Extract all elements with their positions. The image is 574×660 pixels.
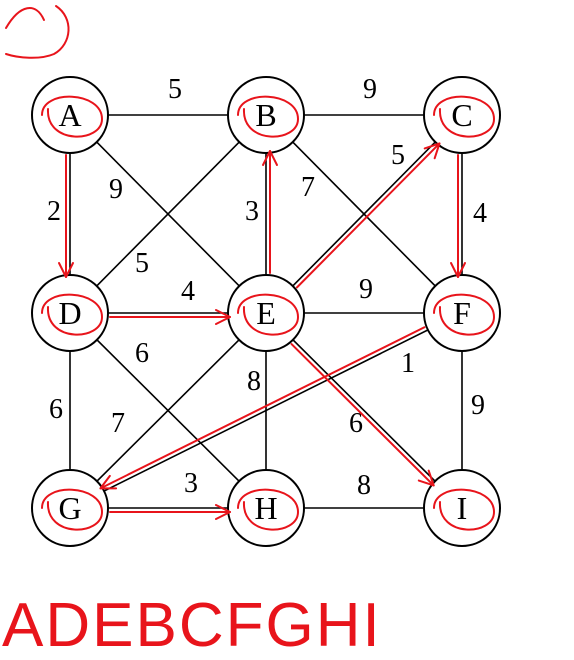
traversal-arrow-f-g	[99, 326, 426, 490]
edge-weight-a-e: 9	[109, 174, 123, 205]
corner-ink-mark	[5, 5, 70, 59]
traversal-arrow-e-i	[290, 343, 435, 487]
node-c: C	[423, 76, 501, 154]
edge-e-g	[69, 312, 267, 509]
edge-weight-e-h: 8	[247, 366, 261, 397]
edge-weight-h-i: 8	[357, 470, 371, 501]
edge-weight-b-e: 3	[245, 196, 259, 227]
visited-ring-b	[237, 95, 299, 138]
edge-weight-d-e: 4	[181, 276, 195, 307]
edge-weight-c-f: 4	[473, 198, 487, 229]
edge-weight-d-g: 6	[49, 394, 63, 425]
traversal-arrow-e-c	[295, 142, 441, 289]
traversal-arrow-c-f	[450, 154, 466, 278]
edge-weight-g-h: 3	[184, 468, 198, 499]
node-h: H	[227, 469, 305, 547]
edge-weight-d-h: 6	[135, 338, 149, 369]
visited-ring-f	[433, 293, 495, 336]
node-label: H	[254, 490, 277, 526]
visited-ring-a	[41, 95, 103, 138]
traversal-arrow-g-h	[109, 504, 231, 520]
node-label: C	[451, 97, 472, 133]
visited-ring-h	[237, 488, 299, 531]
node-label: D	[58, 295, 81, 331]
node-b: B	[227, 76, 305, 154]
edge-weight-c-e: 5	[391, 140, 405, 171]
visited-ring-d	[41, 293, 103, 336]
edge-weight-e-f: 9	[359, 274, 373, 305]
node-label: A	[58, 97, 81, 133]
traversal-ink-layer	[41, 95, 495, 531]
edge-weight-f-i: 9	[471, 390, 485, 421]
edge-weight-f-g: 1	[401, 348, 415, 379]
visited-ring-i	[433, 488, 495, 531]
traversal-arrow-d-e	[109, 309, 231, 325]
node-label: F	[453, 295, 471, 331]
visited-ring-g	[41, 488, 103, 531]
traversal-arrow-a-d	[58, 154, 74, 278]
node-a: A	[31, 76, 109, 154]
visited-ring-e	[237, 293, 299, 336]
node-d: D	[31, 274, 109, 352]
traversal-arrow-e-b	[262, 150, 278, 274]
edge-weight-a-d: 2	[47, 196, 61, 227]
node-i: I	[423, 469, 501, 547]
result-sequence: ADEBCFGHI	[2, 591, 382, 660]
node-label: G	[58, 490, 81, 526]
edge-weight-b-f: 7	[301, 172, 315, 203]
node-label: I	[457, 490, 468, 526]
node-f: F	[423, 274, 501, 352]
edge-weight-a-b: 5	[168, 74, 182, 105]
node-label: E	[256, 295, 276, 331]
edge-c-e	[265, 114, 463, 314]
edge-b-d	[69, 114, 267, 314]
edge-weight-e-g: 7	[111, 408, 125, 439]
edge-weight-e-i: 6	[349, 408, 363, 439]
visited-ring-c	[433, 95, 495, 138]
edge-weight-b-d: 5	[135, 248, 149, 279]
edge-f-g	[69, 312, 463, 509]
node-g: G	[31, 469, 109, 547]
weight-layer: 5 9 2 9 5 3 7 5 4 4 9 6 6 7 8 6 1 9 3 8	[47, 74, 487, 501]
node-label: B	[255, 97, 276, 133]
node-e: E	[227, 274, 305, 352]
edge-weight-b-c: 9	[363, 74, 377, 105]
